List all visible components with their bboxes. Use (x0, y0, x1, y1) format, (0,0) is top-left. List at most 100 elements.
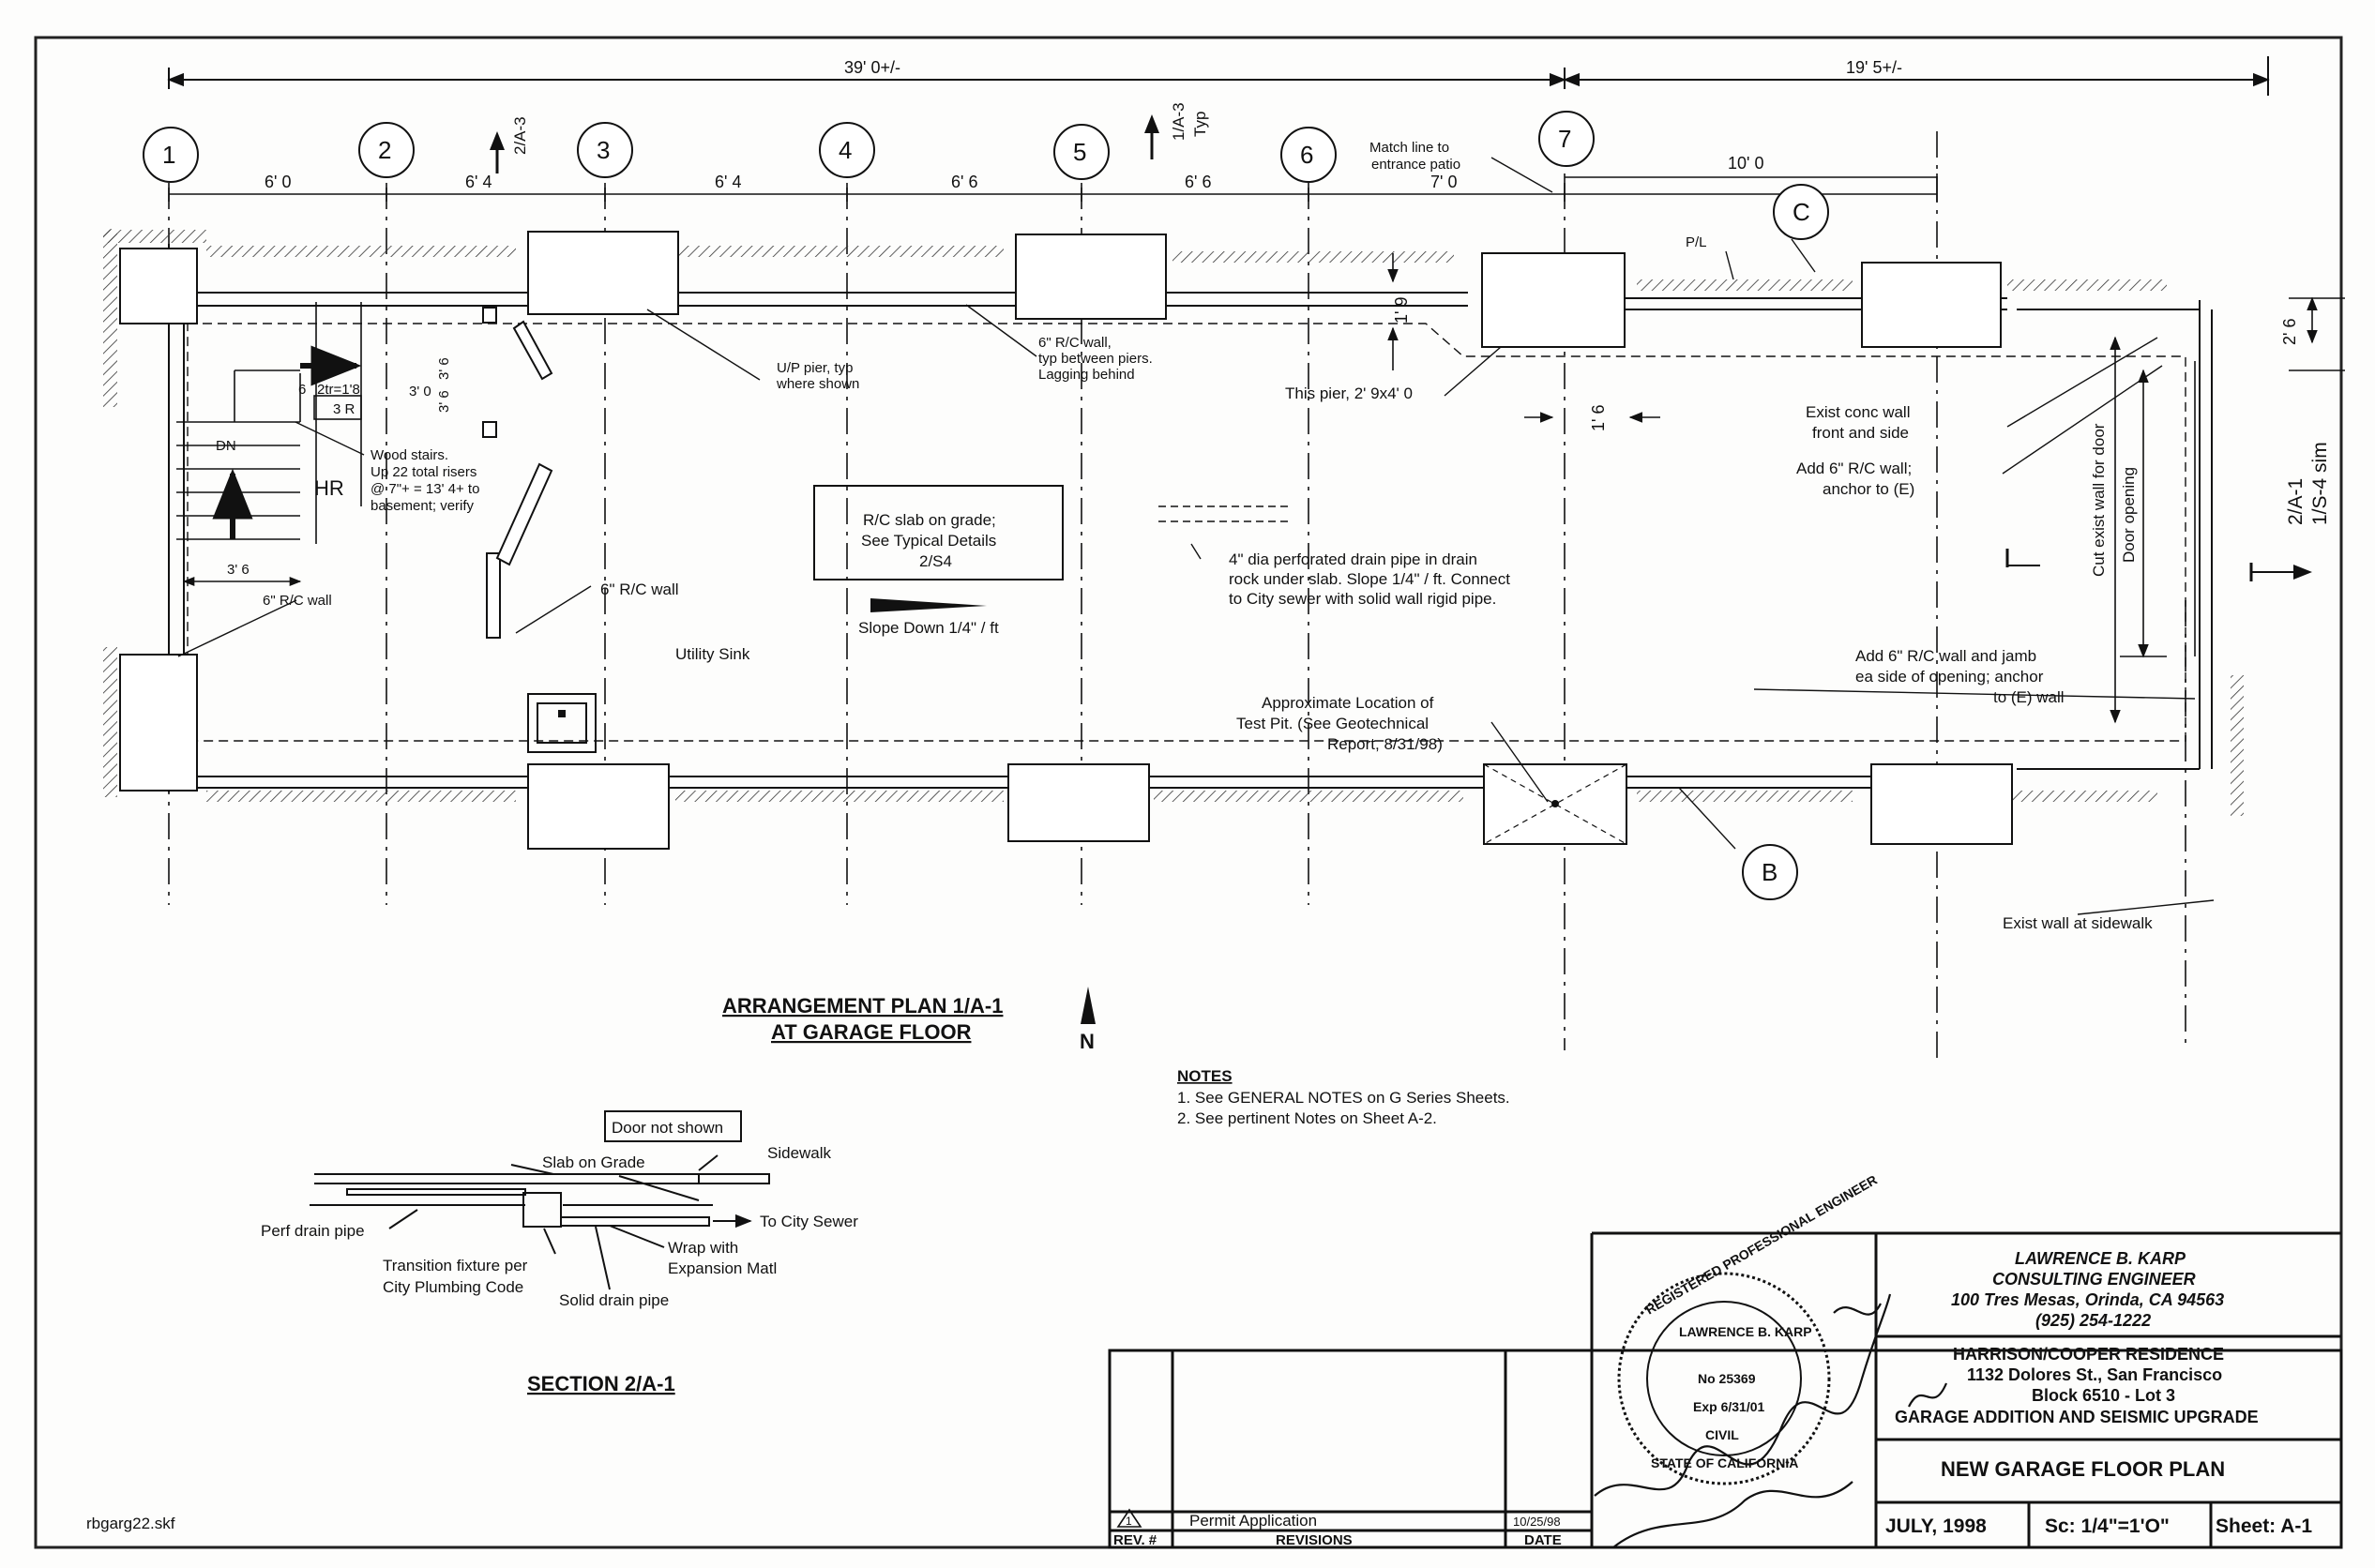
label-add-jamb-3: to (E) wall (1993, 688, 2065, 706)
stamp-top: REGISTERED PROFESSIONAL ENGINEER (1643, 1172, 1880, 1318)
label-wrap-2: Expansion Matl (668, 1259, 777, 1277)
label-slab-on-grade: Slab on Grade (542, 1153, 645, 1171)
dim-1-9: 1' 9 (1392, 297, 1411, 324)
plan-title-2: AT GARAGE FLOOR (771, 1020, 972, 1044)
leader-lines (177, 157, 2215, 915)
small-dims (1387, 253, 2345, 423)
dim-bay-5-6: 6' 6 (1185, 173, 1211, 191)
label-add-jamb: Add 6" R/C wall and jamb (1855, 647, 2036, 665)
dim-3-6a: 3' 6 (436, 357, 452, 380)
piers (119, 231, 2013, 850)
label-perf-drain: Perf drain pipe (261, 1222, 365, 1240)
slab-note-2: See Typical Details (861, 532, 996, 550)
label-add-jamb-2: ea side of opening; anchor (1855, 668, 2044, 686)
grid-label-5: 5 (1073, 138, 1086, 166)
engineer-signature (1594, 1293, 1948, 1548)
slab-note: R/C slab on grade; (863, 511, 996, 529)
door-opening-dims (2110, 336, 2196, 724)
detail-bubble-c (1773, 184, 1829, 240)
label-drain-2: rock under slab. Slope 1/4" / ft. Connec… (1229, 570, 1510, 588)
slab-note-box (813, 485, 1064, 580)
engineer-title: CONSULTING ENGINEER (1992, 1270, 2196, 1289)
section-drawing (310, 1154, 770, 1290)
dim-bay-6-7: 7' 0 (1430, 173, 1457, 191)
grid-label-7: 7 (1558, 125, 1571, 153)
label-solid-drain: Solid drain pipe (559, 1291, 669, 1309)
label-match-line: Match line to (1369, 140, 1449, 156)
drain-pipe (1158, 505, 1290, 522)
notes-heading: NOTES (1177, 1067, 1233, 1085)
soil-hatching (103, 229, 2244, 816)
section-title: SECTION 2/A-1 (527, 1372, 675, 1395)
engineer-phone: (925) 254-1222 (2035, 1311, 2151, 1330)
grid-label-4: 4 (839, 136, 852, 164)
label-transition-2: City Plumbing Code (383, 1278, 523, 1296)
label-drain-3: to City sewer with solid wall rigid pipe… (1229, 590, 1496, 608)
label-test-pit: Approximate Location of (1262, 694, 1434, 712)
title-block-lines (1108, 1231, 2343, 1549)
section-label-2-a1: 2/A-1 (2285, 478, 2307, 525)
detail-label-c: C (1793, 198, 1810, 226)
label-rc-wall-piers: 6" R/C wall, (1038, 335, 1112, 351)
north-label: N (1080, 1030, 1095, 1053)
header-date: DATE (1524, 1532, 1562, 1548)
label-wrap: Wrap with (668, 1239, 738, 1257)
detail-label-b: B (1762, 858, 1777, 886)
label-match-line-2: entrance patio (1371, 157, 1460, 173)
label-cut-exist: Cut exist wall for door (2090, 423, 2108, 577)
sheet-title: NEW GARAGE FLOOR PLAN (1941, 1457, 2225, 1481)
engineer-stamp: REGISTERED PROFESSIONAL ENGINEER LAWRENC… (1617, 1172, 1880, 1485)
stamp-bottom: STATE OF CALIFORNIA (1651, 1455, 1798, 1470)
label-rc-wall-left: 6" R/C wall (263, 593, 332, 609)
dim-bay-1-2: 6' 0 (265, 173, 291, 191)
rev-symbol-number: 1 (1126, 1515, 1132, 1528)
label-wood-stairs-4: basement; verify (371, 498, 475, 514)
label-to-city-sewer: To City Sewer (760, 1213, 858, 1230)
label-door-not-shown: Door not shown (612, 1119, 723, 1137)
sheet-number: Sheet: A-1 (2216, 1515, 2312, 1537)
engineer-name: LAWRENCE B. KARP (2015, 1249, 2186, 1268)
dim-2-6: 2' 6 (2280, 319, 2299, 345)
stairs (176, 302, 362, 544)
overall-dimensions (167, 56, 2270, 96)
dim-6: 6 (298, 382, 306, 398)
label-test-pit-2: Test Pit. (See Geotechnical (1236, 715, 1429, 732)
label-wood-stairs-3: @ 7"+ = 13' 4+ to (371, 481, 479, 497)
label-drain: 4" dia perforated drain pipe in drain (1229, 550, 1477, 568)
project-scope: GARAGE ADDITION AND SEISMIC UPGRADE (1895, 1408, 2259, 1426)
revision-entry: Permit Application (1189, 1512, 1317, 1530)
label-this-pier: This pier, 2' 9x4' 0 (1285, 384, 1413, 402)
label-dn: DN (216, 438, 236, 454)
label-rc-wall-piers-3: Lagging behind (1038, 367, 1135, 383)
label-add-rc-wall: Add 6" R/C wall; (1796, 460, 1912, 477)
label-rc-wall-mid: 6" R/C wall (600, 580, 679, 598)
door-not-shown-box (604, 1110, 742, 1142)
slope-label: Slope Down 1/4" / ft (858, 619, 999, 637)
dim-overall-left: 39' 0+/- (844, 58, 900, 77)
dim-bay-3-4: 6' 4 (715, 173, 741, 191)
revision-entry-date: 10/25/98 (1513, 1515, 1561, 1529)
header-rev: REV. # (1113, 1532, 1157, 1548)
section-label-1-s4: 1/S-4 sim (2309, 442, 2331, 525)
project-name: HARRISON/COOPER RESIDENCE (1953, 1345, 2224, 1364)
label-up-pier: U/P pier, typ (777, 360, 853, 376)
section-label-typ: Typ (1191, 112, 1209, 137)
interior-walls (482, 307, 553, 639)
label-utility-sink: Utility Sink (675, 645, 750, 663)
note-2: 2. See pertinent Notes on Sheet A-2. (1177, 1109, 1437, 1127)
label-exist-sidewalk: Exist wall at sidewalk (2003, 914, 2153, 932)
label-exist-conc: Exist conc wall (1806, 403, 1910, 421)
dim-bay-7-end: 10' 0 (1728, 154, 1763, 173)
detail-bubble-b (1742, 844, 1798, 900)
bay-dimensions (168, 173, 1938, 202)
dim-3-6c: 3' 6 (227, 562, 250, 578)
north-arrow (1081, 987, 1096, 1024)
grid-label-1: 1 (162, 141, 175, 169)
header-revisions: REVISIONS (1276, 1532, 1353, 1548)
label-wood-stairs: Wood stairs. (371, 447, 448, 463)
label-add-rc-wall-2: anchor to (E) (1823, 480, 1914, 498)
stamp-name: LAWRENCE B. KARP (1679, 1324, 1812, 1339)
stamp-civil: CIVIL (1705, 1427, 1739, 1442)
stamp-no: No 25369 (1698, 1371, 1756, 1386)
